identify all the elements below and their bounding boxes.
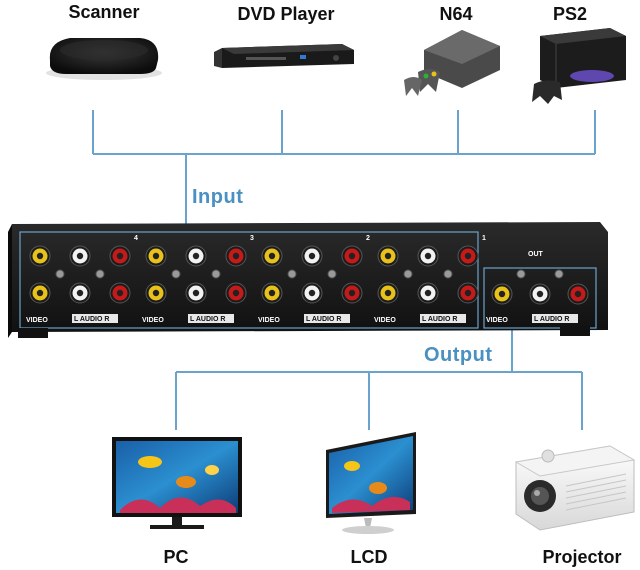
output-jack-group xyxy=(491,269,589,305)
audio-label-bg xyxy=(188,314,234,323)
output-audio-label-bg xyxy=(532,314,578,323)
audio-label: L AUDIO R xyxy=(422,316,457,323)
group-number: 1 xyxy=(482,235,486,242)
group-number: 3 xyxy=(250,235,254,242)
rca-jack xyxy=(261,282,283,304)
video-label: VIDEO xyxy=(374,317,396,324)
dvd-player-icon xyxy=(214,44,354,68)
panel-screw xyxy=(516,269,526,279)
rca-jack xyxy=(69,245,91,267)
panel-screw xyxy=(211,269,221,279)
pc-monitor-icon xyxy=(112,437,242,529)
source-label-ps2: PS2 xyxy=(552,4,588,24)
projector-icon xyxy=(514,445,636,531)
rca-jack xyxy=(457,282,479,304)
rca-jack xyxy=(261,245,283,267)
output-label-projector: Projector xyxy=(542,547,622,567)
output-label-lcd: LCD xyxy=(350,547,388,567)
panel-screw xyxy=(55,269,65,279)
rca-jack xyxy=(29,282,51,304)
output-audio-label: L AUDIO R xyxy=(534,316,569,323)
rca-jack xyxy=(301,282,323,304)
rca-jack xyxy=(301,245,323,267)
output-label-pc: PC xyxy=(163,547,189,567)
rca-jack xyxy=(69,282,91,304)
panel-screw xyxy=(327,269,337,279)
n64-console-icon xyxy=(404,30,500,96)
group-number: 4 xyxy=(134,235,138,242)
rca-jack xyxy=(109,245,131,267)
rca-jack xyxy=(29,245,51,267)
audio-label: L AUDIO R xyxy=(306,316,341,323)
audio-label: L AUDIO R xyxy=(74,316,109,323)
source-label-scanner: Scanner xyxy=(68,2,140,22)
panel-screw xyxy=(171,269,181,279)
audio-label-bg xyxy=(72,314,118,323)
rca-jack xyxy=(109,282,131,304)
input-label: Input xyxy=(192,186,244,208)
audio-label: L AUDIO R xyxy=(190,316,225,323)
video-label: VIDEO xyxy=(26,317,48,324)
panel-screw xyxy=(443,269,453,279)
output-rca-jack xyxy=(567,283,589,305)
video-label: VIDEO xyxy=(258,317,280,324)
audio-label-bg xyxy=(304,314,350,323)
rca-jack xyxy=(185,282,207,304)
rca-jack xyxy=(225,282,247,304)
source-label-dvd-player: DVD Player xyxy=(237,4,335,24)
audio-label-bg xyxy=(420,314,466,323)
rca-jack xyxy=(145,245,167,267)
rca-jack xyxy=(417,282,439,304)
panel-screw xyxy=(403,269,413,279)
group-number: 2 xyxy=(366,235,370,242)
out-label: OUT xyxy=(528,251,544,258)
input-connection-lines xyxy=(92,110,596,230)
panel-screw xyxy=(287,269,297,279)
rca-jack xyxy=(377,282,399,304)
scanner-device-icon xyxy=(46,38,162,80)
output-rca-jack xyxy=(491,283,513,305)
rca-jack xyxy=(417,245,439,267)
output-label: Output xyxy=(424,344,493,366)
rca-jack xyxy=(457,245,479,267)
output-video-label: VIDEO xyxy=(486,317,508,324)
ps2-console-icon xyxy=(532,28,626,104)
rca-jack xyxy=(341,245,363,267)
video-label: VIDEO xyxy=(142,317,164,324)
panel-screw xyxy=(95,269,105,279)
rca-jack xyxy=(225,245,247,267)
output-rca-jack xyxy=(529,283,551,305)
source-label-n64: N64 xyxy=(439,4,473,24)
rca-jack xyxy=(185,245,207,267)
rca-jack xyxy=(377,245,399,267)
panel-screw xyxy=(554,269,564,279)
rca-jack xyxy=(145,282,167,304)
lcd-monitor-icon xyxy=(326,432,416,534)
input-jack-grid xyxy=(29,245,479,304)
rca-jack xyxy=(341,282,363,304)
